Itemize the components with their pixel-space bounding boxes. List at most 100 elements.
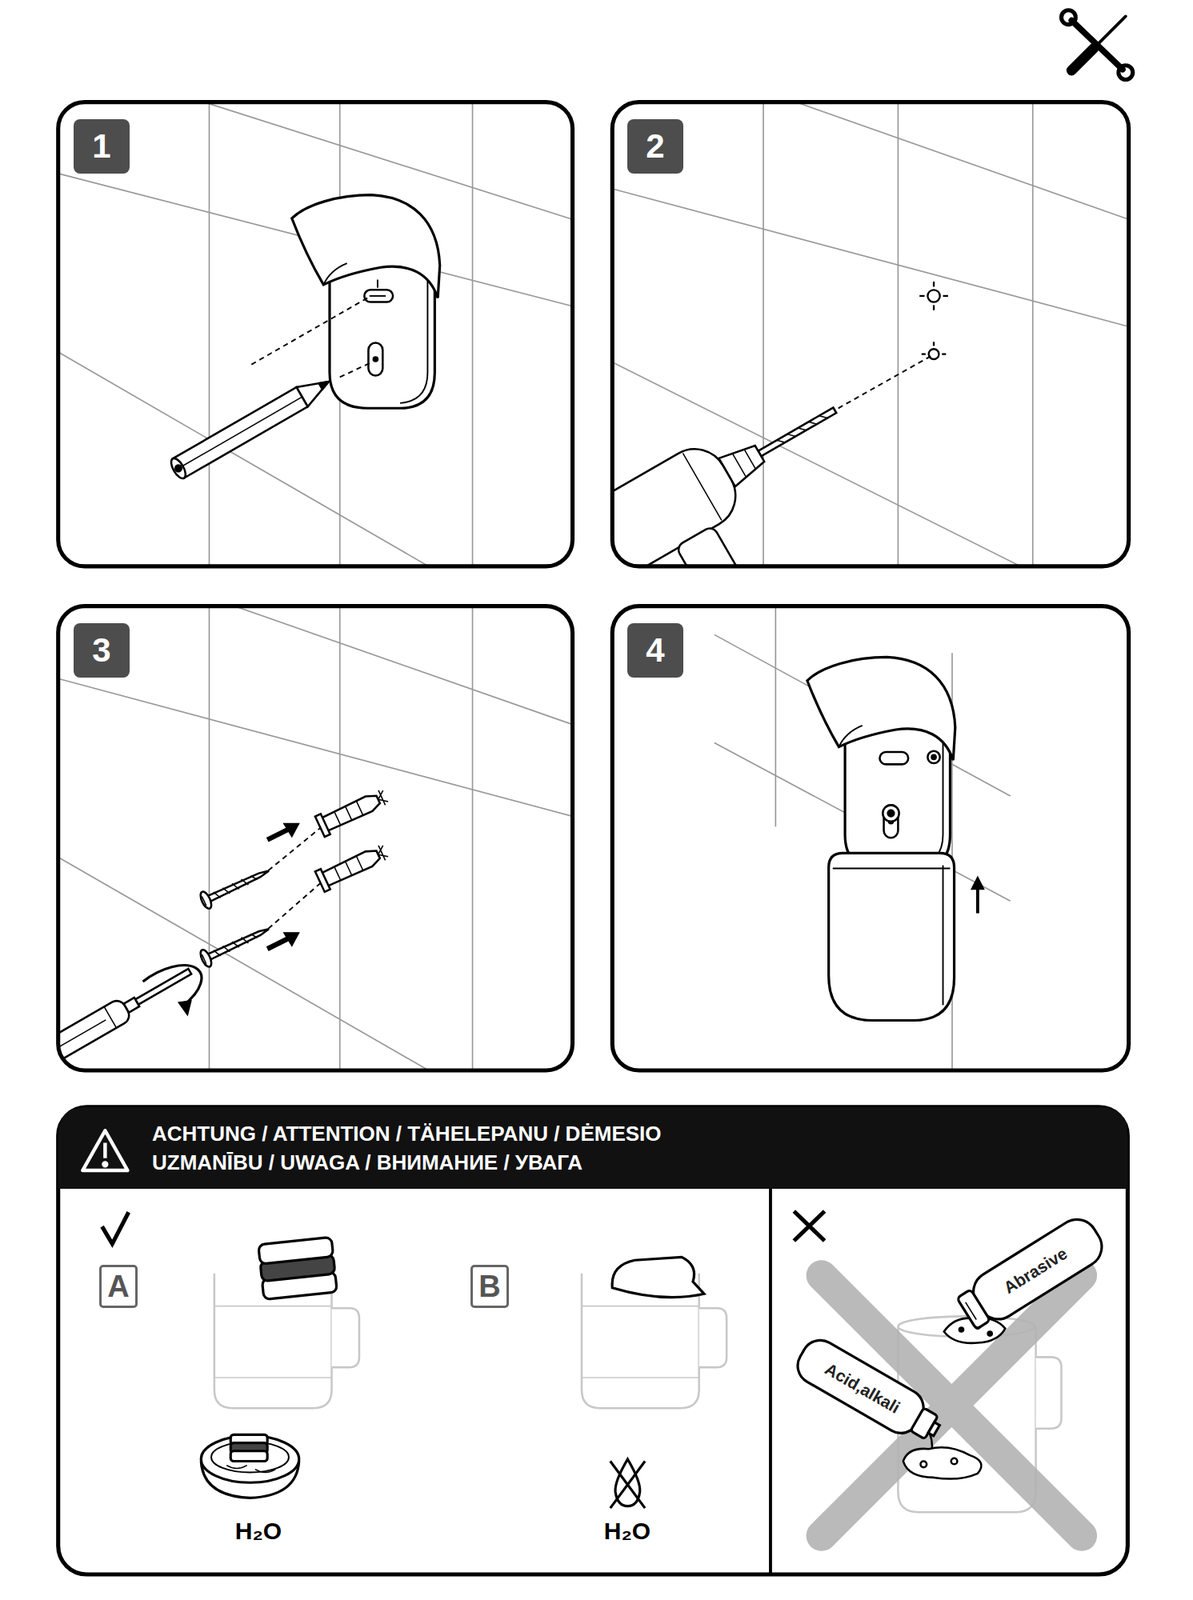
push-arrow	[267, 938, 289, 949]
abrasive-powder	[959, 1327, 964, 1332]
cross-mark	[793, 1211, 825, 1242]
wall-anchor	[315, 868, 331, 893]
drill-mark	[919, 281, 949, 360]
screw	[198, 862, 273, 969]
soap-dish	[211, 1441, 289, 1473]
option-letter: A	[107, 1271, 129, 1302]
pencil	[319, 378, 331, 389]
step-panel	[573, 102, 1129, 629]
step-panel	[376, 280, 379, 289]
cover	[942, 865, 945, 1006]
step-panel	[897, 102, 900, 567]
push-arrow	[284, 932, 300, 947]
wall-anchor	[333, 800, 363, 826]
bottle	[965, 1302, 977, 1321]
soap-dish	[200, 1436, 299, 1484]
cross-mark	[793, 1211, 825, 1242]
abrasive-powder	[988, 1332, 993, 1337]
drill-mark	[932, 281, 935, 287]
step-panel	[58, 856, 429, 1071]
step-panel	[472, 102, 474, 567]
step-panel	[336, 363, 370, 379]
warning-icon	[82, 1130, 128, 1171]
screwdriver	[58, 997, 133, 1071]
cover	[828, 852, 955, 1021]
mug	[214, 1305, 333, 1308]
option-letter: B	[478, 1271, 501, 1302]
step-panel	[339, 606, 341, 1071]
mug	[332, 1308, 360, 1368]
bottle	[956, 1289, 991, 1330]
wall-anchor	[333, 856, 363, 881]
acid-spill	[903, 1447, 982, 1479]
drill	[758, 407, 837, 457]
bracket-plate	[807, 656, 956, 871]
pencil	[174, 464, 183, 473]
step-panel	[612, 102, 1129, 567]
push-arrow	[284, 823, 300, 837]
step-panel	[249, 297, 369, 379]
drill	[744, 449, 756, 469]
soap-dish	[230, 1451, 268, 1462]
rotation-arrow	[143, 965, 202, 1006]
step-panel	[268, 879, 325, 929]
screw	[201, 954, 206, 965]
screw	[198, 948, 214, 969]
soap-dish	[226, 1465, 276, 1474]
step-panel	[234, 606, 573, 725]
sponge	[258, 1237, 334, 1265]
step-panel	[58, 102, 573, 567]
step-panel	[1032, 102, 1034, 567]
screwdriver	[58, 1020, 107, 1064]
mug	[581, 1377, 700, 1379]
step-panel	[58, 606, 573, 1071]
care-panel	[768, 1188, 773, 1575]
pencil	[168, 372, 334, 481]
drill-mark	[921, 352, 926, 355]
screw	[198, 890, 214, 911]
cover	[832, 867, 951, 869]
care-panel: ACHTUNG / ATTENTION / TÄHELEPANU / DĖMES…	[58, 1107, 1128, 1574]
wall-anchor	[315, 813, 331, 837]
drill	[675, 525, 740, 567]
step-number: 4	[627, 623, 684, 678]
wall-anchor	[315, 840, 391, 893]
step-panel	[612, 375, 881, 567]
bottle	[791, 1333, 949, 1451]
step-panel	[612, 606, 1129, 1071]
pencil	[172, 387, 309, 479]
screw-head	[882, 804, 899, 821]
step-panel	[208, 102, 211, 567]
no-water-icon	[610, 1461, 645, 1509]
wall-anchor	[374, 788, 389, 808]
screwdriver	[104, 1006, 117, 1029]
acid-spill	[920, 1461, 927, 1468]
screw	[205, 868, 271, 903]
rotation-arrow	[177, 1000, 193, 1017]
pencil	[178, 396, 303, 469]
drill	[612, 375, 881, 567]
drill	[732, 453, 747, 477]
slide-arrow	[970, 875, 985, 913]
step-panel	[268, 824, 325, 871]
wall-anchor	[315, 785, 391, 837]
acid-spill	[951, 1458, 958, 1466]
step-panel	[58, 960, 197, 1071]
mug	[1036, 1357, 1062, 1429]
care-panel	[58, 1107, 1129, 1575]
drill-mark	[927, 289, 940, 302]
push-arrow	[267, 823, 300, 949]
bottle	[928, 1422, 940, 1437]
care-panel	[58, 1107, 1129, 1575]
sponge	[258, 1237, 338, 1300]
drill-mark	[943, 295, 949, 297]
step-panel	[58, 102, 573, 567]
wall-anchor	[374, 844, 389, 863]
step-panel	[796, 102, 1129, 221]
cloth	[612, 1257, 705, 1298]
screwdriver	[135, 968, 192, 1005]
water-label: H₂O	[604, 1517, 651, 1545]
step-number-text: 4	[645, 633, 665, 668]
tools-icon	[1060, 10, 1076, 25]
